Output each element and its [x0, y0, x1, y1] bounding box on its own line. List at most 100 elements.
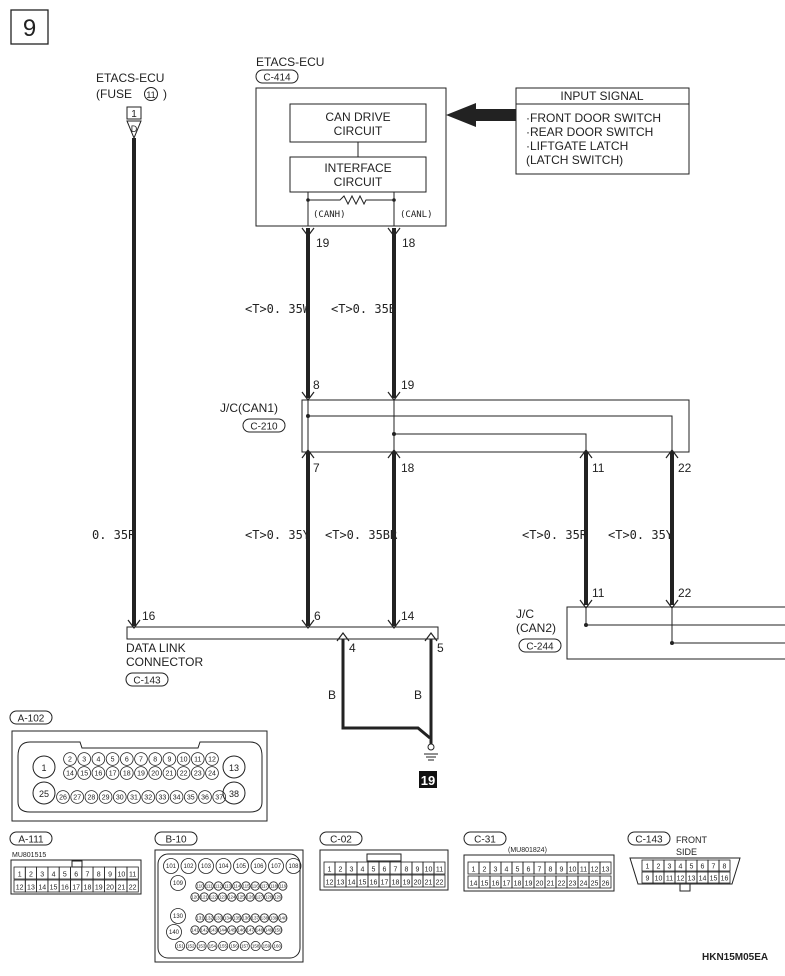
big-pin-number: 38	[229, 789, 239, 799]
fuse-source: ETACS-ECU (FUSE 11 ) 1 D	[96, 71, 167, 140]
pin-number: 8	[723, 864, 727, 871]
pin-number: 5	[516, 867, 520, 874]
pin	[268, 913, 279, 923]
pin-number: 103	[201, 864, 212, 870]
pin-number: 13	[337, 880, 345, 887]
pin-number: 11	[436, 867, 443, 874]
pin	[120, 766, 134, 780]
jc-can1-bus-h	[308, 415, 673, 452]
jc-can1-bus-l	[394, 433, 587, 452]
pin	[91, 766, 106, 780]
pin-number: 105	[236, 864, 247, 870]
pin	[195, 881, 205, 891]
pin-number: 13	[688, 876, 696, 883]
pin-number: 14	[348, 880, 356, 887]
pin-number: 22	[436, 880, 444, 887]
pin	[268, 858, 284, 874]
pin	[213, 913, 223, 923]
pin	[232, 913, 242, 923]
pin-number: 157	[241, 944, 249, 949]
pin	[185, 941, 196, 952]
pin-number: 21	[117, 885, 125, 892]
interface-line1: INTERFACE	[324, 161, 391, 175]
pin	[228, 941, 239, 952]
pin-number: 140	[279, 916, 287, 921]
pin-number: 9	[560, 867, 564, 874]
pin-number: 19	[403, 880, 411, 887]
pin-number: 106	[253, 864, 264, 870]
pin	[77, 752, 91, 766]
pin-number: 30	[116, 794, 124, 801]
pin	[250, 913, 260, 923]
pin	[433, 861, 446, 875]
pin-number: 4	[349, 641, 356, 655]
pin	[63, 766, 77, 780]
pin	[208, 892, 218, 902]
pin-number: 140	[169, 930, 180, 936]
big-pin-number: 13	[229, 763, 239, 773]
pin-number: 3	[82, 756, 86, 763]
pin	[148, 752, 163, 766]
pin-number: 123	[219, 895, 227, 900]
jc-can2-box	[566, 606, 785, 660]
pin-number: 120	[191, 895, 199, 900]
big-pin	[32, 781, 56, 805]
pin-number: 12	[16, 885, 24, 892]
pin-number: 18	[392, 880, 400, 887]
connector-label: B-10	[165, 835, 187, 846]
pin	[212, 790, 227, 804]
pin	[273, 925, 283, 935]
pin	[196, 941, 207, 952]
junction-dot	[392, 432, 396, 436]
ecu-connector-badge	[255, 69, 299, 84]
pin-number: 24	[580, 881, 588, 888]
pin-number: 2	[68, 756, 72, 763]
pin-number: 153	[198, 944, 206, 949]
pin-number: 21	[425, 880, 433, 887]
pin	[84, 790, 99, 804]
pin	[155, 790, 170, 804]
pin	[91, 752, 106, 766]
jc-can2-connector: C-244	[526, 642, 554, 653]
pin-number: 135	[233, 916, 241, 921]
pin-number: 17	[109, 770, 117, 777]
connector-shell	[629, 857, 741, 885]
data-link-connector: DATA LINK CONNECTOR C-143	[125, 626, 439, 687]
canl-junction-dot	[392, 198, 396, 202]
fuse-source-title: ETACS-ECU	[96, 71, 164, 85]
jc-can2-subtitle: (CAN2)	[516, 621, 556, 635]
fuse-pin-letter: D	[131, 124, 138, 134]
pin	[245, 925, 255, 935]
pin	[176, 752, 191, 766]
pin-number: 11	[592, 586, 605, 600]
pin-number: 18	[84, 885, 92, 892]
pin	[599, 875, 612, 889]
pin-number: 144	[219, 928, 227, 933]
jc-can1-box	[301, 399, 690, 453]
ecu-title: ETACS-ECU	[256, 55, 324, 69]
pin-number: 5	[111, 756, 115, 763]
pin	[166, 924, 182, 940]
can-drive-line2: CIRCUIT	[334, 124, 383, 138]
jc-can1-connector-badge	[242, 418, 286, 433]
pin	[278, 913, 288, 923]
pin-number: 127	[256, 895, 264, 900]
pin	[245, 892, 255, 902]
pin-number: 109	[173, 881, 184, 887]
pin	[191, 766, 205, 780]
wire-label: <T>0. 35Y	[245, 528, 311, 542]
pin-number: 10	[180, 756, 188, 763]
pin-number: 141	[191, 928, 199, 933]
pin	[141, 790, 156, 804]
pin-number: 35	[187, 794, 195, 801]
terminal-dlc-4	[336, 632, 350, 642]
pin-number: 131	[196, 916, 204, 921]
wire-label: <T>0. 35W	[245, 302, 311, 316]
pin	[126, 866, 139, 880]
pin-number: 1	[472, 867, 476, 874]
terminal-dlc-5	[424, 632, 438, 642]
pin-number: 115	[242, 884, 250, 889]
